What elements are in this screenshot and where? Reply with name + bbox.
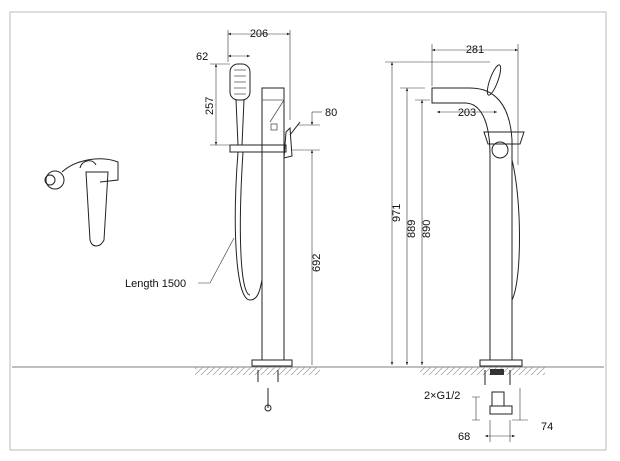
dim-80: 80: [325, 107, 337, 119]
side-dimensions: 206 62 257 80 692 Length 1500: [125, 28, 337, 365]
side-view: [229, 63, 301, 412]
dim-889: 889: [406, 220, 418, 238]
dim-971: 971: [391, 204, 403, 222]
dim-203: 203: [458, 107, 476, 119]
dim-62: 62: [196, 51, 208, 63]
dim-257: 257: [204, 97, 216, 115]
front-dimensions: 281 203 971 889 890 2×G1/2 74 68: [385, 44, 553, 443]
connection-label: 2×G1/2: [424, 390, 460, 402]
dim-281: 281: [466, 44, 484, 56]
dim-206: 206: [250, 28, 268, 40]
drawing-frame: [9, 11, 607, 451]
dim-68: 68: [458, 431, 470, 443]
dim-74: 74: [541, 421, 553, 433]
mixer-perspective-icon: [44, 158, 119, 247]
hose-length-label: Length 1500: [125, 278, 186, 290]
floor-line: [12, 366, 604, 375]
front-view: [431, 64, 525, 415]
dim-692: 692: [311, 254, 323, 272]
dim-890: 890: [421, 220, 433, 238]
